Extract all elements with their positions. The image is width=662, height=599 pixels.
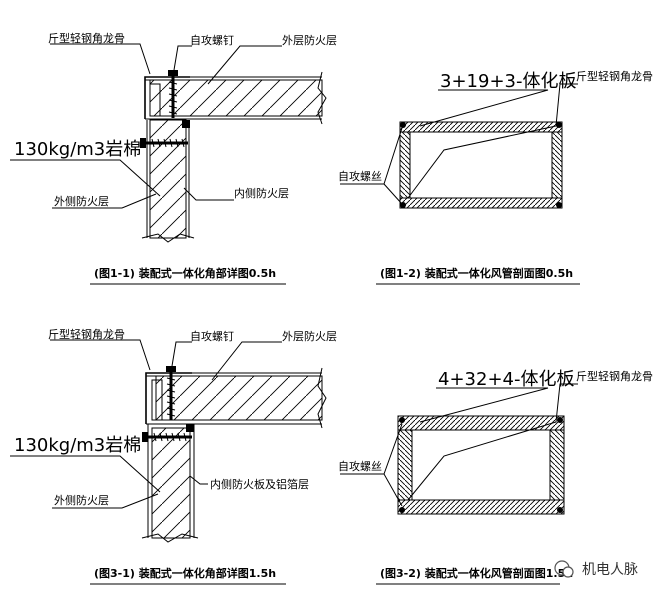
screw-icon bbox=[168, 70, 178, 118]
screw-label: 自攻螺丝 bbox=[338, 169, 382, 183]
screw-label: 自攻螺钉 bbox=[190, 33, 234, 47]
keel-label: 斤型轻钢角龙骨 bbox=[576, 69, 653, 83]
watermark: 机电人脉 bbox=[554, 560, 638, 578]
screw-icon bbox=[166, 366, 176, 420]
density-label: 130kg/m3岩棉 bbox=[14, 435, 141, 456]
board-label: 3+19+3-体化板 bbox=[440, 71, 576, 92]
top-panel bbox=[149, 79, 323, 117]
duct-wall-top bbox=[397, 415, 565, 431]
outer-side-label: 外侧防火层 bbox=[54, 493, 109, 507]
duct-wall-bottom bbox=[397, 499, 565, 515]
keel-label: 斤型轻钢角龙骨 bbox=[48, 327, 125, 341]
board-label: 4+32+4-体化板 bbox=[438, 369, 574, 390]
leader-line bbox=[189, 475, 208, 485]
screw-icon bbox=[140, 138, 188, 148]
outer-layer-label: 外层防火层 bbox=[282, 33, 337, 47]
keel-label: 斤型轻钢角龙骨 bbox=[48, 31, 125, 45]
duct-wall-right bbox=[551, 131, 563, 199]
leader-line bbox=[407, 83, 578, 199]
angle-keel bbox=[144, 76, 190, 119]
figure-caption: (图3-2) 装配式一体化风管剖面图1.5h bbox=[380, 566, 573, 580]
outer-layer-label: 外层防火层 bbox=[282, 329, 337, 343]
duct-section-1-2: 3+19+3-体化板 斤型轻钢角龙骨 自攻螺丝 (图1-2) 装配式一体化风管剖… bbox=[338, 69, 653, 285]
leader-line bbox=[407, 383, 578, 501]
leader-line bbox=[207, 45, 282, 85]
side-panel bbox=[151, 427, 191, 539]
break-mark bbox=[141, 533, 199, 543]
duct-wall-right bbox=[549, 429, 565, 501]
leader-line bbox=[10, 455, 161, 493]
leader-line bbox=[10, 159, 161, 197]
figure-caption: (图1-1) 装配式一体化角部详图0.5h bbox=[94, 266, 276, 280]
corner-detail-1-1: 斤型轻钢角龙骨 自攻螺钉 外层防火层 130kg/m3岩棉 外侧防火层 内侧防火… bbox=[10, 31, 337, 285]
screw-label: 自攻螺钉 bbox=[190, 329, 234, 343]
figure-caption: (图1-2) 装配式一体化风管剖面图0.5h bbox=[380, 266, 573, 280]
duct-wall-left bbox=[399, 131, 411, 199]
leader-line bbox=[52, 193, 157, 209]
figure-caption: (图3-1) 装配式一体化角部详图1.5h bbox=[94, 566, 276, 580]
duct-section-3-2: 4+32+4-体化板 斤型轻钢角龙骨 自攻螺丝 (图3-2) 装配式一体化风管剖… bbox=[338, 369, 653, 585]
top-panel bbox=[155, 375, 323, 421]
leader-line bbox=[52, 493, 159, 509]
break-mark bbox=[317, 367, 327, 429]
leader-line bbox=[50, 43, 151, 75]
duct-wall-left bbox=[397, 429, 413, 501]
duct-wall-top bbox=[399, 121, 563, 133]
break-mark bbox=[141, 233, 195, 243]
angle-keel bbox=[145, 372, 192, 424]
break-mark bbox=[317, 71, 327, 125]
leader-line bbox=[419, 89, 549, 127]
side-panel bbox=[149, 119, 187, 239]
keel-label: 斤型轻钢角龙骨 bbox=[576, 369, 653, 383]
screw-icon bbox=[142, 432, 192, 442]
leader-line bbox=[50, 339, 151, 371]
duct-wall-bottom bbox=[399, 197, 563, 209]
leader-line bbox=[171, 341, 192, 367]
corner-detail-3-1: 斤型轻钢角龙骨 自攻螺钉 外层防火层 130kg/m3岩棉 外侧防火层 内侧防火… bbox=[10, 327, 337, 585]
outer-side-label: 外侧防火层 bbox=[54, 194, 109, 208]
leader-line bbox=[173, 45, 192, 71]
density-label: 130kg/m3岩棉 bbox=[14, 139, 141, 160]
inner-side-label: 内侧防火板及铝箔层 bbox=[210, 477, 309, 491]
leader-line bbox=[211, 341, 282, 381]
watermark-text: 机电人脉 bbox=[582, 562, 638, 578]
inner-side-label: 内侧防火层 bbox=[234, 186, 289, 200]
screw-label: 自攻螺丝 bbox=[338, 459, 382, 473]
leader-line bbox=[419, 387, 549, 423]
leader-line bbox=[183, 187, 234, 201]
